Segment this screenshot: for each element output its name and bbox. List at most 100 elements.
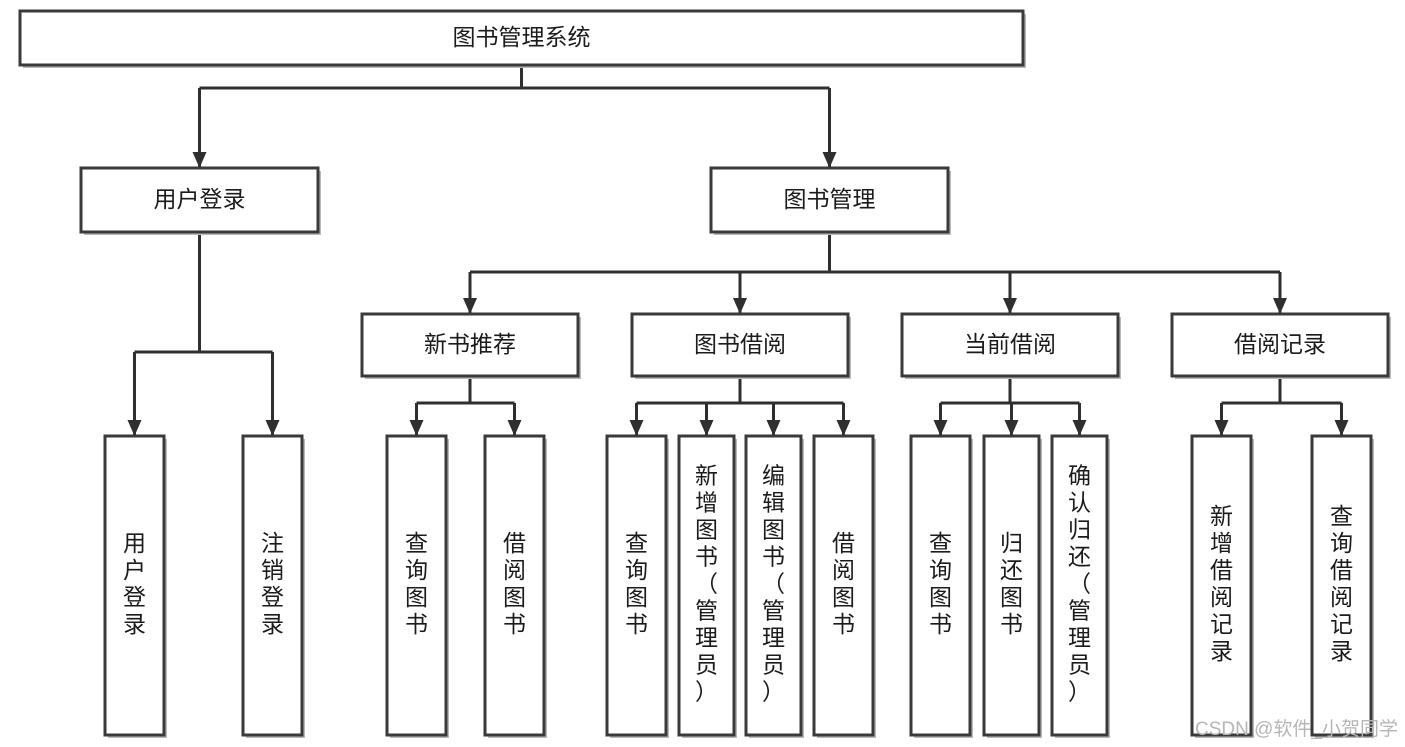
svg-text:图: 图 [503, 584, 526, 610]
svg-text:书: 书 [625, 611, 648, 637]
svg-text:借: 借 [832, 530, 855, 556]
svg-text:确: 确 [1068, 463, 1091, 489]
node-label: 图书管理 [784, 186, 876, 212]
svg-text:新: 新 [695, 463, 718, 489]
arrow-head-icon [1334, 420, 1349, 436]
edge-group-book-borrow [629, 376, 851, 436]
arrow-head-icon [127, 420, 142, 436]
svg-text:图: 图 [695, 517, 718, 543]
svg-text:注: 注 [261, 530, 284, 556]
node-label: 当前借阅 [964, 331, 1056, 357]
edge-group-book-management [463, 232, 1287, 314]
svg-text:图: 图 [832, 584, 855, 610]
node-current-borrow[interactable]: 当前借阅 [900, 312, 1121, 379]
node-user-login[interactable]: 用户登录 [79, 166, 321, 235]
node-label: 新书推荐 [424, 331, 516, 357]
node-new-book-recommend[interactable]: 新书推荐 [360, 312, 581, 379]
svg-text:询: 询 [625, 557, 648, 583]
node-root[interactable]: 图书管理系统 [18, 9, 1026, 68]
node-label: 图书管理系统 [453, 24, 591, 50]
arrow-head-icon [1004, 420, 1019, 436]
svg-text:录: 录 [1330, 638, 1353, 664]
svg-text:增: 增 [1210, 530, 1233, 556]
svg-text:书: 书 [832, 611, 855, 637]
svg-text:记: 记 [1210, 611, 1233, 637]
svg-text:登: 登 [261, 584, 284, 610]
svg-text:查: 查 [1330, 503, 1353, 529]
node-book-management[interactable]: 图书管理 [709, 166, 951, 235]
svg-text:管: 管 [1068, 598, 1091, 624]
svg-text:录: 录 [123, 611, 146, 637]
arrow-head-icon [822, 152, 837, 168]
svg-text:（: （ [762, 571, 785, 597]
svg-text:）: ） [1068, 679, 1091, 705]
svg-text:记: 记 [1330, 611, 1353, 637]
svg-text:图: 图 [929, 584, 952, 610]
svg-text:图: 图 [762, 517, 785, 543]
svg-text:）: ） [695, 679, 718, 705]
edge-group-root [192, 65, 837, 168]
svg-text:编: 编 [762, 463, 785, 489]
svg-text:员: 员 [1068, 652, 1091, 678]
svg-text:查: 查 [625, 530, 648, 556]
arrow-head-icon [192, 152, 207, 168]
svg-text:阅: 阅 [832, 557, 855, 583]
svg-text:理: 理 [762, 625, 785, 651]
svg-text:归: 归 [1000, 530, 1023, 556]
node-leaf-user-login[interactable]: 用户登录 [103, 434, 167, 738]
svg-text:（: （ [695, 571, 718, 597]
node-borrow-records[interactable]: 借阅记录 [1170, 312, 1391, 379]
svg-text:阅: 阅 [1330, 584, 1353, 610]
svg-text:用: 用 [123, 530, 146, 556]
arrow-head-icon [933, 420, 948, 436]
svg-text:）: ） [762, 679, 785, 705]
arrow-head-icon [1214, 420, 1229, 436]
svg-text:增: 增 [695, 490, 718, 516]
node-book-borrow[interactable]: 图书借阅 [630, 312, 851, 379]
svg-text:询: 询 [1330, 530, 1353, 556]
arrow-head-icon [766, 420, 781, 436]
svg-text:录: 录 [261, 611, 284, 637]
svg-text:书: 书 [762, 544, 785, 570]
svg-text:查: 查 [929, 530, 952, 556]
svg-text:图: 图 [405, 584, 428, 610]
svg-text:管: 管 [695, 598, 718, 624]
svg-text:图: 图 [1000, 584, 1023, 610]
svg-text:登: 登 [123, 584, 146, 610]
svg-text:查: 查 [405, 530, 428, 556]
arrow-head-icon [463, 298, 477, 314]
csdn-watermark: CSDN @软件_小贺同学 [1195, 718, 1398, 740]
svg-text:书: 书 [405, 611, 428, 637]
edge-group-user-login [127, 232, 280, 436]
svg-text:员: 员 [762, 652, 785, 678]
arrow-head-icon [409, 420, 424, 436]
svg-text:借: 借 [503, 530, 526, 556]
svg-text:管: 管 [762, 598, 785, 624]
edge-group-current-borrow [933, 376, 1087, 436]
arrow-head-icon [629, 420, 644, 436]
node-label: 借阅记录 [1234, 331, 1326, 357]
svg-text:理: 理 [1068, 625, 1091, 651]
